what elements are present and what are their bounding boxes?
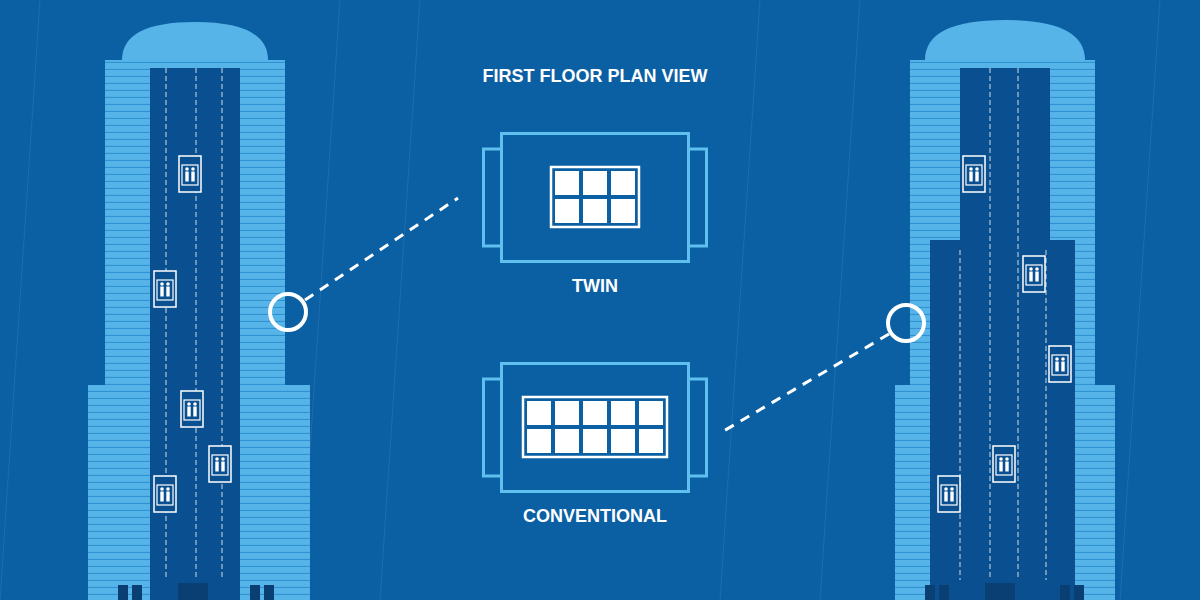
twin-building [88,22,458,600]
conventional-building [722,20,1115,600]
floor-plan: TWIN [482,132,708,297]
plan-label: TWIN [482,276,708,297]
diagram-title: FIRST FLOOR PLAN VIEW [400,66,790,87]
plan-outline [482,132,708,264]
plan-outline [482,362,708,494]
floor-plan: CONVENTIONAL [482,362,708,527]
plan-label: CONVENTIONAL [482,506,708,527]
